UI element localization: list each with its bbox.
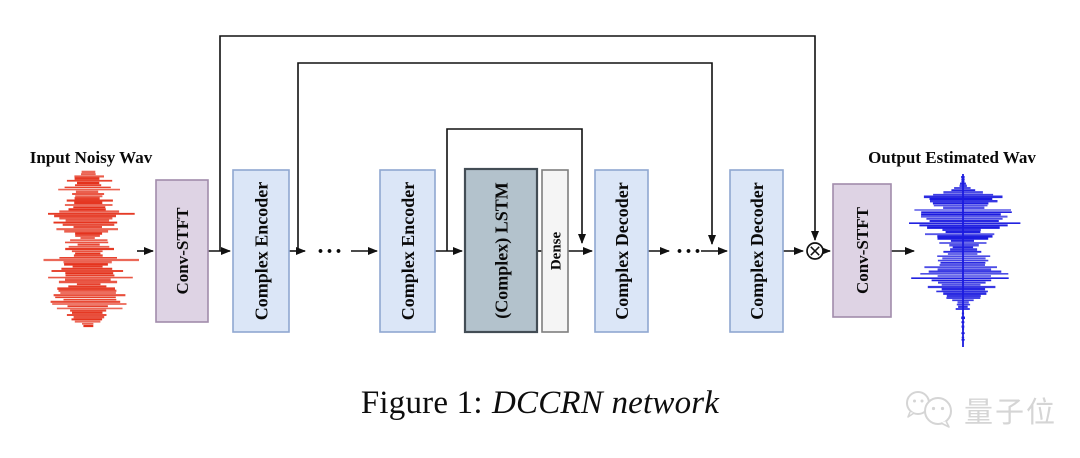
block-complex-encoder-1: Complex Encoder (232, 169, 290, 333)
input-wave-label: Input Noisy Wav (30, 148, 153, 167)
complex-encoder-n-box (379, 169, 436, 333)
ellipsis-decoders: ... (677, 233, 704, 259)
watermark-text: 量子位 (964, 395, 1058, 429)
dense-label: Dense (548, 231, 564, 270)
block-complex-lstm: (Complex) LSTM (463, 167, 539, 334)
output-estimated-waveform (909, 174, 1021, 347)
conv-stft-out-box (832, 183, 892, 318)
complex-lstm-box (463, 167, 539, 334)
block-conv-stft-out: Conv-STFT (832, 183, 892, 318)
conv-stft-in-box (155, 179, 209, 323)
complex-decoder-1-box (594, 169, 649, 333)
figure-caption: Figure 1:DCCRN network (0, 385, 1080, 422)
skip-connection-outer (219, 35, 819, 251)
skip-connection-middle (297, 62, 716, 251)
conv-stft-out-label: Conv-STFT (853, 206, 872, 294)
block-complex-decoder-1: Complex Decoder (594, 169, 649, 333)
dense-box (541, 169, 569, 333)
block-conv-stft-in: Conv-STFT (155, 179, 209, 323)
complex-encoder-n-label: Complex Encoder (398, 182, 418, 321)
complex-decoder-n-box (729, 169, 784, 333)
complex-decoder-1-label: Complex Decoder (612, 182, 632, 319)
watermark: 量子位 (901, 388, 1057, 432)
multiply-icon (806, 242, 824, 260)
wechat-bubbles-icon (906, 391, 952, 428)
block-complex-decoder-n: Complex Decoder (729, 169, 784, 333)
complex-decoder-n-label: Complex Decoder (747, 182, 767, 319)
ellipsis-encoders: ... (318, 233, 345, 259)
complex-encoder-1-box (232, 169, 290, 333)
block-complex-encoder-n: Complex Encoder (379, 169, 436, 333)
input-noisy-waveform (43, 170, 139, 328)
output-wave-label: Output Estimated Wav (868, 148, 1036, 167)
caption-title: DCCRN network (491, 385, 720, 421)
complex-lstm-label: (Complex) LSTM (491, 182, 512, 319)
conv-stft-in-label: Conv-STFT (173, 207, 192, 295)
skip-connection-inner (446, 128, 586, 251)
block-dense: Dense (541, 169, 569, 333)
complex-encoder-1-label: Complex Encoder (251, 182, 271, 321)
caption-prefix: Figure 1: (360, 385, 483, 421)
